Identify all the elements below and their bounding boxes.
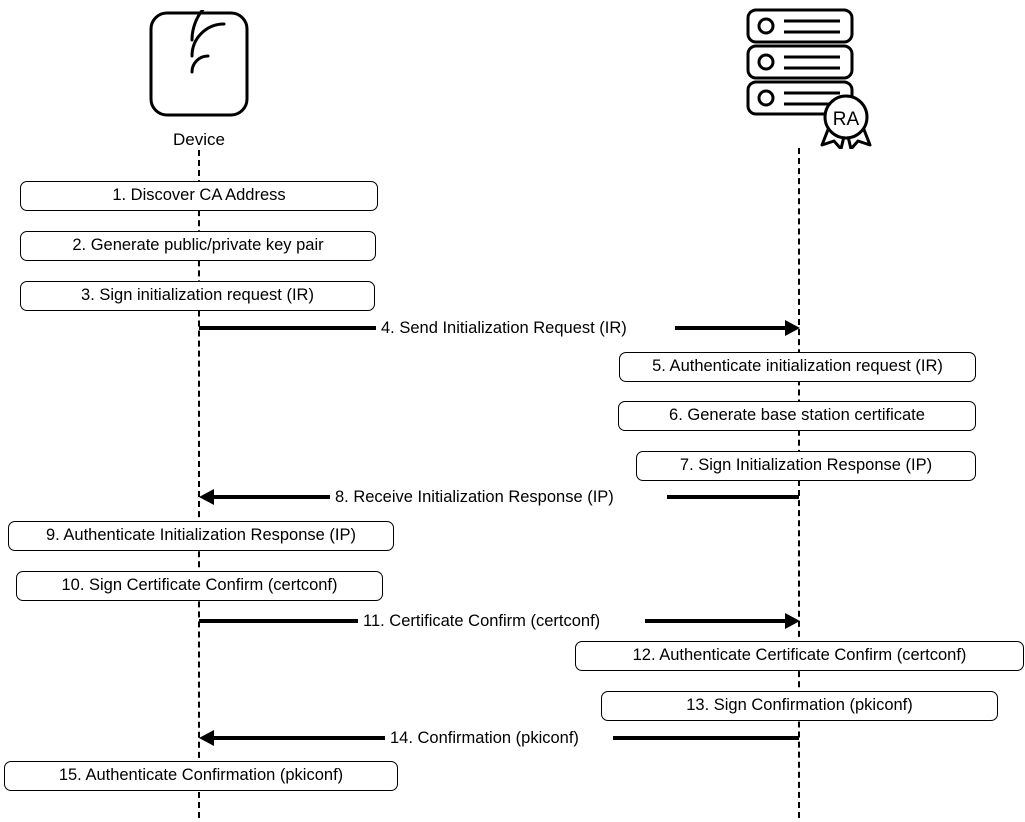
note-step-3: 3. Sign initialization request (IR) bbox=[20, 281, 375, 311]
message-line-step-11 bbox=[199, 619, 358, 623]
note-step-13: 13. Sign Confirmation (pkiconf) bbox=[601, 691, 998, 721]
message-line-step-4 bbox=[199, 326, 376, 330]
message-line-step-14 bbox=[214, 736, 385, 740]
message-label-step-4: 4. Send Initialization Request (IR) bbox=[376, 319, 632, 337]
note-step-10: 10. Sign Certificate Confirm (certconf) bbox=[16, 571, 383, 601]
message-line-step-14-b bbox=[613, 736, 799, 740]
note-step-2: 2. Generate public/private key pair bbox=[20, 231, 376, 261]
message-line-step-4-b bbox=[675, 326, 785, 330]
note-step-5: 5. Authenticate initialization request (… bbox=[619, 352, 976, 382]
arrow-head-step-4 bbox=[785, 320, 800, 336]
ra-icon: RA bbox=[742, 4, 877, 151]
arrow-head-step-14 bbox=[199, 730, 214, 746]
message-line-step-8 bbox=[214, 495, 330, 499]
arrow-head-step-11 bbox=[785, 613, 800, 629]
lifeline-device bbox=[198, 150, 200, 818]
message-line-step-11-b bbox=[645, 619, 785, 623]
note-step-7: 7. Sign Initialization Response (IP) bbox=[636, 451, 976, 481]
message-line-step-8-b bbox=[667, 495, 799, 499]
note-step-1: 1. Discover CA Address bbox=[20, 181, 378, 211]
svg-text:RA: RA bbox=[833, 109, 860, 130]
device-icon bbox=[148, 0, 250, 118]
note-step-9: 9. Authenticate Initialization Response … bbox=[8, 521, 394, 551]
message-label-step-11: 11. Certificate Confirm (certconf) bbox=[358, 612, 606, 630]
message-label-step-8: 8. Receive Initialization Response (IP) bbox=[330, 488, 619, 506]
note-step-12: 12. Authenticate Certificate Confirm (ce… bbox=[575, 641, 1024, 671]
message-label-step-14: 14. Confirmation (pkiconf) bbox=[385, 729, 584, 747]
actor-label-device: Device bbox=[173, 130, 225, 149]
note-step-6: 6. Generate base station certificate bbox=[618, 401, 976, 431]
note-step-15: 15. Authenticate Confirmation (pkiconf) bbox=[4, 761, 398, 791]
arrow-head-step-8 bbox=[199, 489, 214, 505]
lifeline-ra bbox=[798, 148, 800, 818]
